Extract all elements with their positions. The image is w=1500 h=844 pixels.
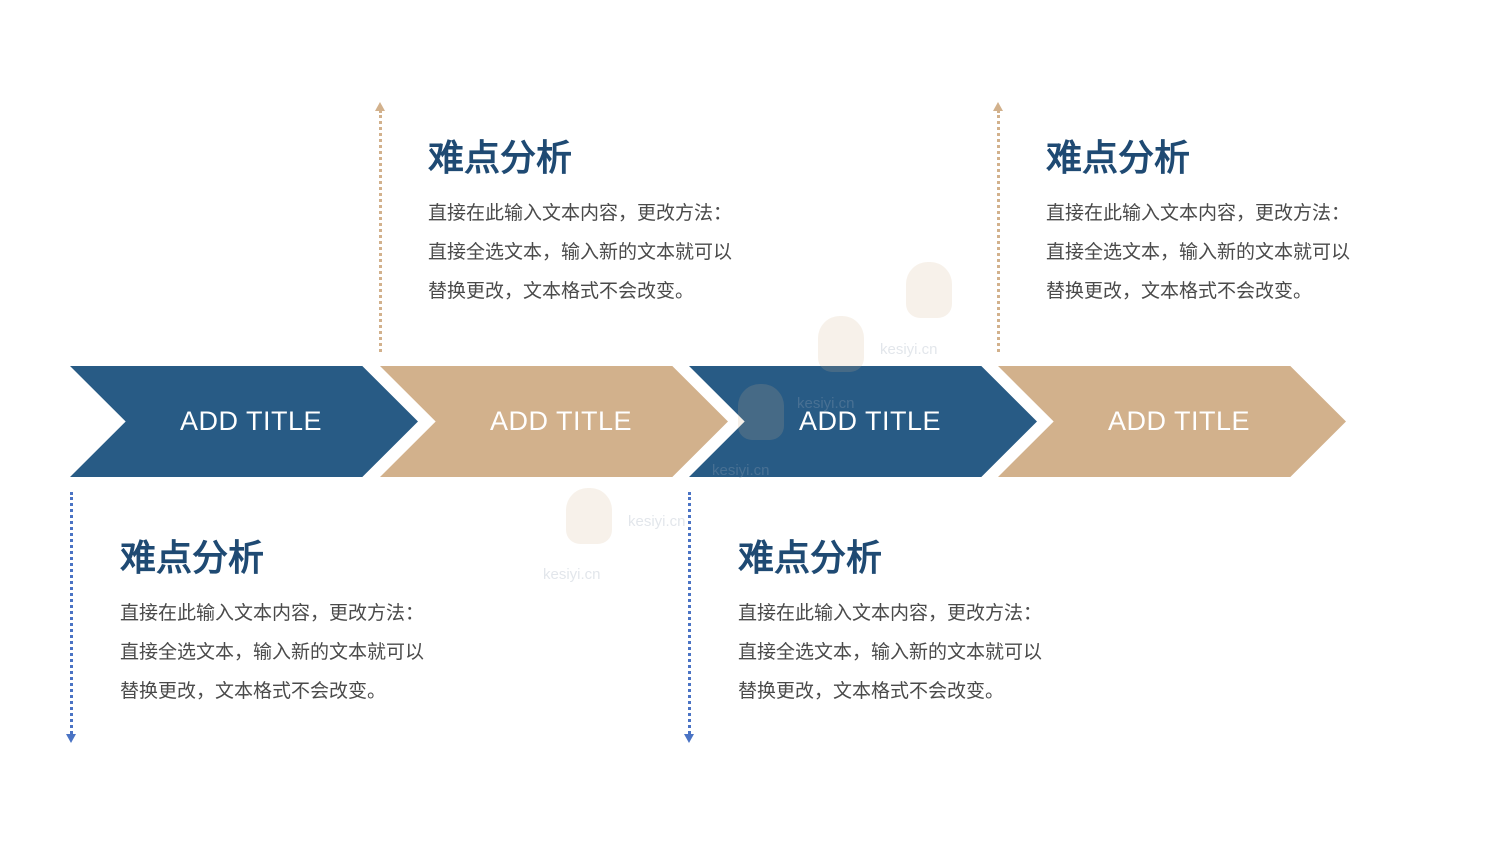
chevron-step-2-label: ADD TITLE <box>489 406 633 436</box>
watermark: kesiyi.cn <box>797 395 855 412</box>
watermark: kesiyi.cn <box>712 462 770 479</box>
text-block-top-left: 难点分析 直接在此输入文本内容，更改方法： 直接全选文本，输入新的文本就可以 替… <box>428 136 848 311</box>
chevron-step-4: ADD TITLE <box>998 366 1346 477</box>
chevron-step-2: ADD TITLE <box>380 366 728 477</box>
chevron-step-1: ADD TITLE <box>70 366 418 477</box>
chevron-step-3: ADD TITLE <box>689 366 1037 477</box>
watermark-figure-icon <box>738 384 784 440</box>
text-block-bottom-left: 难点分析 直接在此输入文本内容，更改方法： 直接全选文本，输入新的文本就可以 替… <box>120 536 540 711</box>
connector-down-1 <box>70 492 73 734</box>
connector-up-2 <box>379 110 382 352</box>
block-line: 替换更改，文本格式不会改变。 <box>120 680 387 702</box>
block-heading: 难点分析 <box>738 537 883 579</box>
arrow-down-icon <box>66 734 76 743</box>
arrow-down-icon <box>684 734 694 743</box>
block-heading: 难点分析 <box>428 137 573 179</box>
block-line: 直接在此输入文本内容，更改方法： <box>428 202 733 224</box>
block-heading: 难点分析 <box>120 537 265 579</box>
watermark: kesiyi.cn <box>880 341 938 358</box>
watermark-figure-icon <box>818 316 864 372</box>
block-line: 直接全选文本，输入新的文本就可以 <box>428 241 733 263</box>
block-line: 直接在此输入文本内容，更改方法： <box>120 602 425 624</box>
watermark: kesiyi.cn <box>628 513 686 530</box>
block-line: 直接在此输入文本内容，更改方法： <box>738 602 1043 624</box>
chevron-step-3-label: ADD TITLE <box>798 406 942 436</box>
text-block-bottom-right: 难点分析 直接在此输入文本内容，更改方法： 直接全选文本，输入新的文本就可以 替… <box>738 536 1158 711</box>
block-heading: 难点分析 <box>1046 137 1191 179</box>
block-line: 直接在此输入文本内容，更改方法： <box>1046 202 1351 224</box>
block-line: 直接全选文本，输入新的文本就可以 <box>1046 241 1351 263</box>
arrow-up-icon <box>375 102 385 111</box>
chevron-step-1-label: ADD TITLE <box>179 406 323 436</box>
arrow-up-icon <box>993 102 1003 111</box>
watermark-figure-icon <box>906 262 952 318</box>
watermark: kesiyi.cn <box>543 566 601 583</box>
block-line: 直接全选文本，输入新的文本就可以 <box>120 641 425 663</box>
watermark-figure-icon <box>566 488 612 544</box>
block-line: 替换更改，文本格式不会改变。 <box>738 680 1005 702</box>
connector-down-3 <box>688 492 691 734</box>
block-line: 替换更改，文本格式不会改变。 <box>1046 280 1313 302</box>
text-block-top-right: 难点分析 直接在此输入文本内容，更改方法： 直接全选文本，输入新的文本就可以 替… <box>1046 136 1466 311</box>
chevron-step-4-label: ADD TITLE <box>1107 406 1251 436</box>
connector-up-4 <box>997 110 1000 352</box>
block-line: 直接全选文本，输入新的文本就可以 <box>738 641 1043 663</box>
block-line: 替换更改，文本格式不会改变。 <box>428 280 695 302</box>
